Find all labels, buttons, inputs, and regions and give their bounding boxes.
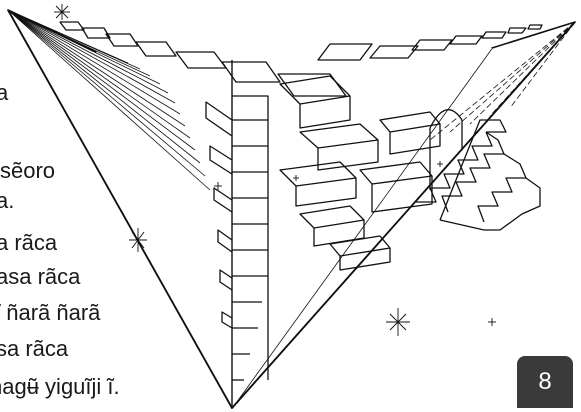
text-line-1: a (0, 80, 9, 105)
page-number: 8 (538, 368, 552, 395)
text-line-7: sa rãca (0, 336, 69, 361)
archway (429, 109, 463, 190)
text-line-5: asa rãca (0, 264, 81, 289)
top-battlements (59, 21, 543, 97)
page-number-badge: 8 (517, 356, 573, 408)
text-line-3: a. (0, 188, 15, 213)
right-staircase (416, 119, 541, 231)
right-blocks (279, 75, 441, 271)
text-line-2: sẽoro (0, 158, 56, 183)
text-line-6: ĩ ñarã ñarã (0, 300, 101, 325)
text-line-8: ñagʉ̃ yiguĩji ĩ. (0, 374, 120, 399)
text-line-4: a rãca (0, 230, 58, 255)
left-ledges (205, 101, 233, 329)
sparkle-marks (54, 4, 496, 336)
left-wall-hatching (7, 9, 233, 409)
central-stair-blocks (232, 95, 269, 381)
